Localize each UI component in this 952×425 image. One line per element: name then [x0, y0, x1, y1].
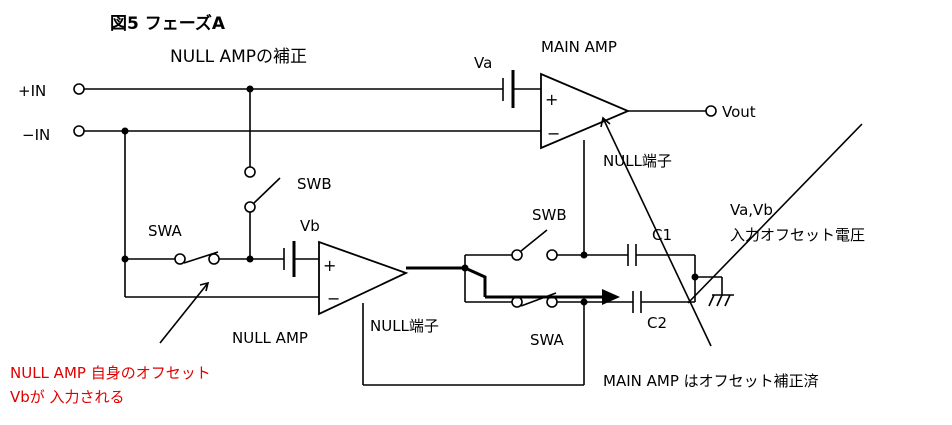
minus-in-label: −IN [22, 126, 50, 144]
junction-c2-node [580, 298, 588, 306]
swb-left-lever [253, 177, 281, 204]
junction-swb-swa [246, 255, 254, 263]
main-amp-plus: + [545, 90, 558, 109]
null-amp-minus: − [327, 289, 340, 308]
figure-title: 図5 フェーズA [110, 13, 226, 34]
va-label: Va [474, 54, 492, 72]
swb-right-contact-a [511, 249, 523, 261]
swa-right-label: SWA [530, 331, 565, 349]
plus-in-label: +IN [18, 82, 46, 100]
vout-label: Vout [722, 103, 756, 121]
swb-left-bottom-contact [244, 201, 256, 213]
null-out-thick-wire-a [406, 266, 487, 297]
plus-in-terminal [73, 83, 85, 95]
figure-subtitle: NULL AMPの補正 [170, 47, 307, 67]
null-offset-note-line2: Vbが 入力される [10, 388, 125, 406]
swb-right-label: SWB [532, 206, 567, 224]
ground-hatch-1 [708, 294, 715, 307]
vb-label: Vb [300, 217, 320, 235]
main-corrected-pointer-line [602, 117, 712, 347]
null-amp-plus: + [323, 256, 336, 275]
offset-label-line1: Va,Vb [730, 201, 773, 219]
junction-c1-node [580, 251, 588, 259]
junction-null-out [461, 264, 469, 272]
main-amp-symbol [540, 72, 631, 150]
vout-terminal [705, 105, 717, 117]
swb-right-contact-b [546, 249, 558, 261]
ground-hatch-3 [724, 294, 731, 307]
swa-left-contact-a [174, 253, 186, 265]
flow-arrowhead [602, 289, 620, 305]
null-offset-pointer-head [199, 281, 210, 292]
main-null-terminal-label: NULL端子 [603, 152, 672, 170]
main-amp-label: MAIN AMP [541, 38, 617, 56]
null-offset-pointer-line [159, 282, 209, 344]
swa-left-contact-b [208, 253, 220, 265]
swa-left-label: SWA [148, 222, 183, 240]
null-amp-symbol [318, 240, 409, 316]
diagonal-guide-line [687, 123, 863, 304]
swb-left-label: SWB [297, 175, 332, 193]
minus-in-terminal [73, 125, 85, 137]
null-null-terminal-label: NULL端子 [370, 317, 439, 335]
ground-hatch-2 [716, 294, 723, 307]
swb-right-lever [520, 229, 548, 252]
main-corrected-pointer-head [600, 116, 611, 128]
swb-left-top-contact [244, 166, 256, 178]
main-amp-minus: − [547, 124, 560, 143]
null-offset-note-line1: NULL AMP 自身のオフセット [10, 364, 211, 382]
null-amp-label: NULL AMP [232, 329, 308, 347]
c2-label: C2 [647, 314, 667, 332]
swa-right-lever [520, 292, 557, 307]
main-corrected-note: MAIN AMP はオフセット補正済 [603, 372, 819, 390]
offset-label-line2: 入力オフセット電圧 [730, 226, 865, 244]
